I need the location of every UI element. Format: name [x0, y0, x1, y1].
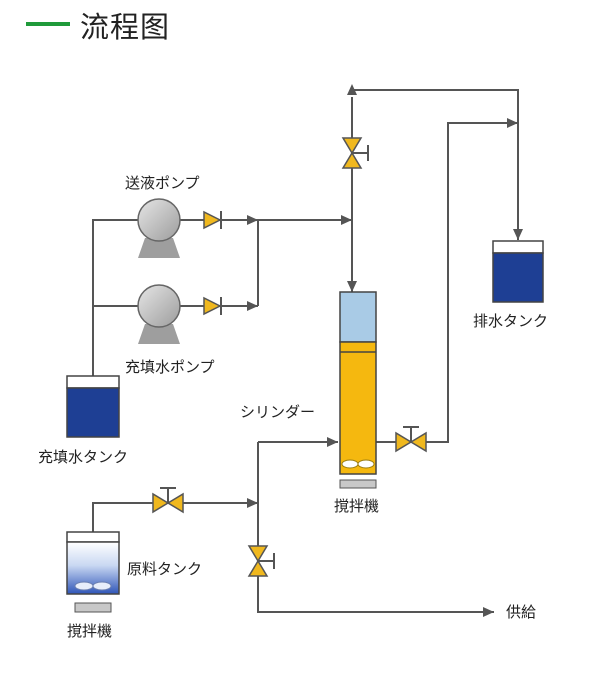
raw-material-tank	[66, 531, 120, 613]
drain-tank	[492, 240, 544, 303]
cylinder	[339, 291, 377, 489]
fill-pump	[137, 284, 181, 344]
feed-pump	[137, 198, 181, 258]
page-title: 流程图	[80, 10, 171, 44]
header-accent-bar	[26, 22, 70, 26]
valve-supply	[247, 545, 275, 577]
pipe-tank-riser	[92, 219, 140, 376]
label-drain-tank: 排水タンク	[473, 312, 548, 330]
arrow-right-raw	[247, 498, 258, 508]
check-valve-feed	[203, 210, 222, 230]
label-feed-pump: 送液ポンプ	[125, 174, 200, 192]
arrow-up-top	[347, 84, 357, 95]
label-fill-tank: 充填水タンク	[38, 448, 128, 466]
label-stirrer-raw: 撹拌機	[67, 622, 112, 640]
arrow-right-feed-2	[341, 215, 352, 225]
valve-raw	[152, 487, 184, 514]
label-supply: 供給	[506, 603, 536, 621]
arrow-down-drain	[513, 229, 523, 240]
pipe-supply-riser	[257, 442, 494, 613]
arrow-right-fill	[247, 301, 258, 311]
label-stirrer-cylinder: 撹拌機	[334, 497, 379, 515]
fill-water-tank	[66, 375, 120, 438]
arrow-right-feed	[247, 215, 258, 225]
arrow-right-drain	[507, 118, 518, 128]
valve-top-vertical	[341, 137, 369, 169]
label-cylinder: シリンダー	[240, 403, 315, 421]
label-raw-tank: 原料タンク	[127, 560, 202, 578]
check-valve-fill	[203, 296, 222, 316]
raw-tank-impeller	[74, 581, 112, 591]
arrow-right-supply	[483, 607, 494, 617]
arrow-right-cylinder	[327, 437, 338, 447]
page-header: 流程图	[0, 0, 604, 52]
label-fill-pump: 充填水ポンプ	[125, 358, 215, 376]
pipe-raw-out	[92, 502, 258, 532]
pipe-top-to-drain	[352, 89, 519, 240]
cylinder-impeller	[341, 459, 375, 469]
flow-arrows	[247, 84, 523, 617]
pipes	[92, 89, 519, 613]
valve-drain	[395, 426, 427, 453]
arrow-down-cylinder	[347, 281, 357, 292]
